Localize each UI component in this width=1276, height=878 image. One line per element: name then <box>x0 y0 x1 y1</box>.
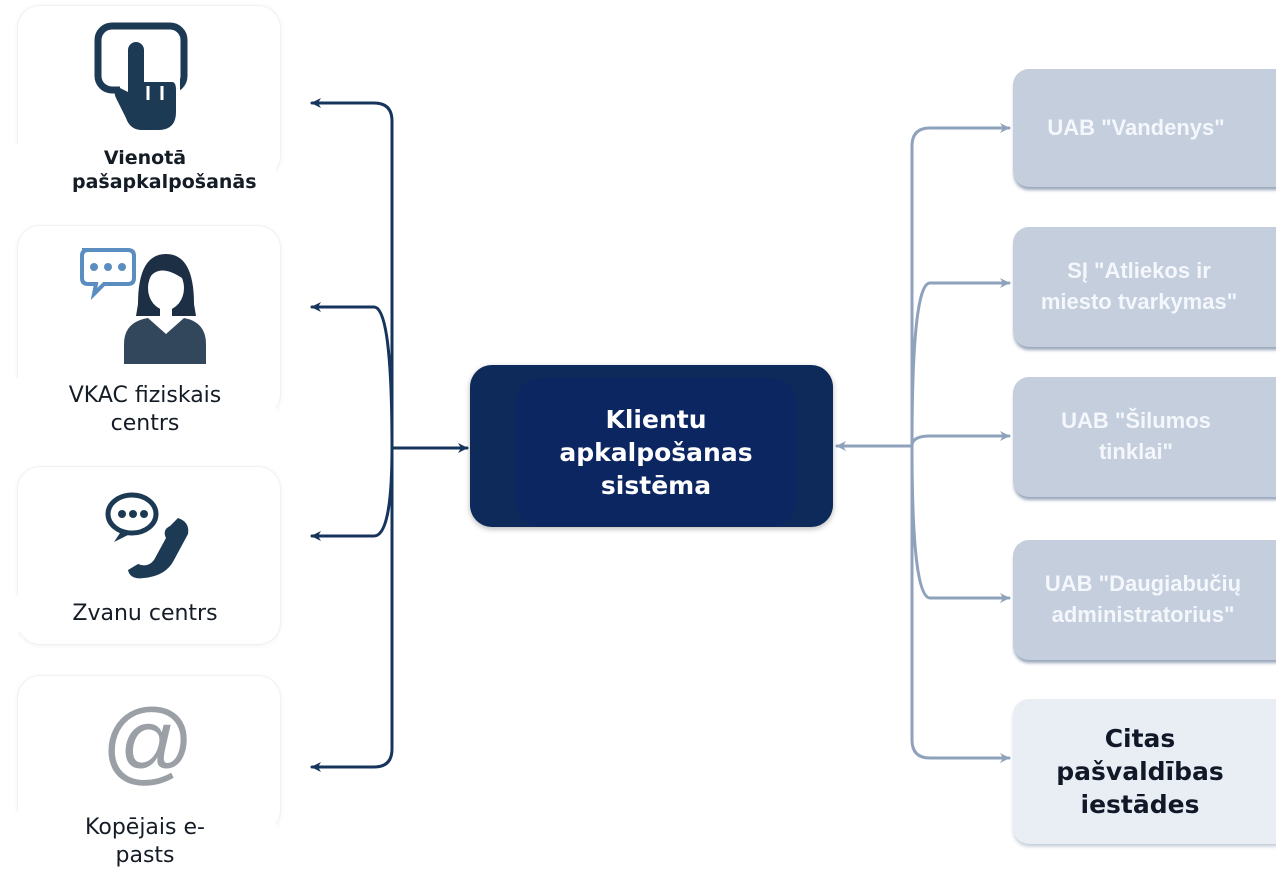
connector-to-email <box>310 446 394 772</box>
connector-to-call-center <box>310 446 394 541</box>
connector-to-citas <box>910 444 1011 763</box>
provider-citas[interactable]: Citas pašvaldības iestādes <box>1013 699 1276 844</box>
provider-label-daugiabuciu: UAB "Daugiabučių administratorius" <box>1044 571 1242 627</box>
connector-to-silumos <box>910 431 1011 448</box>
connector-to-physical-center <box>310 302 394 450</box>
connector-to-vandenys <box>910 123 1011 448</box>
connector-to-daugiabuciu <box>910 444 1011 603</box>
consultant-chat-icon <box>80 248 206 364</box>
channel-card-email[interactable] <box>18 676 280 832</box>
provider-label-vandenys: UAB "Vandenys" <box>1047 114 1225 140</box>
touch-screen-icon <box>94 22 188 132</box>
connector-to-self-service <box>310 98 394 450</box>
right-connector-tree <box>835 123 1011 763</box>
left-connector-tree <box>310 98 469 772</box>
chat-phone-icon <box>105 492 189 579</box>
channel-label-call-center: Zvanu centrs <box>14 596 276 633</box>
provider-label-silumos: UAB "Šilumos tinklai" <box>1061 408 1211 464</box>
provider-vandenys[interactable]: UAB "Vandenys" <box>1013 69 1276 187</box>
central-system-inner: Klientu apkalpošanas sistēma <box>516 378 796 526</box>
channel-label-physical-center: VKAC fiziskais centrs <box>14 378 276 443</box>
provider-label-citas: Citas pašvaldības iestādes <box>1056 724 1224 819</box>
provider-label-atliekos: SĮ "Atliekos ir miesto tvarkymas" <box>1040 258 1238 314</box>
central-system-label: Klientu apkalpošanas sistēma <box>559 404 753 500</box>
provider-daugiabuciu[interactable]: UAB "Daugiabučių administratorius" <box>1013 540 1276 660</box>
connector-to-atliekos <box>910 278 1011 448</box>
provider-atliekos[interactable]: SĮ "Atliekos ir miesto tvarkymas" <box>1013 227 1276 347</box>
channel-label-self-service: Vienotā pašapkalpošanās <box>14 144 276 197</box>
channel-label-email: Kopējais e-pasts <box>14 812 276 873</box>
at-sign-icon: @ <box>101 691 195 793</box>
provider-silumos[interactable]: UAB "Šilumos tinklai" <box>1013 377 1276 497</box>
